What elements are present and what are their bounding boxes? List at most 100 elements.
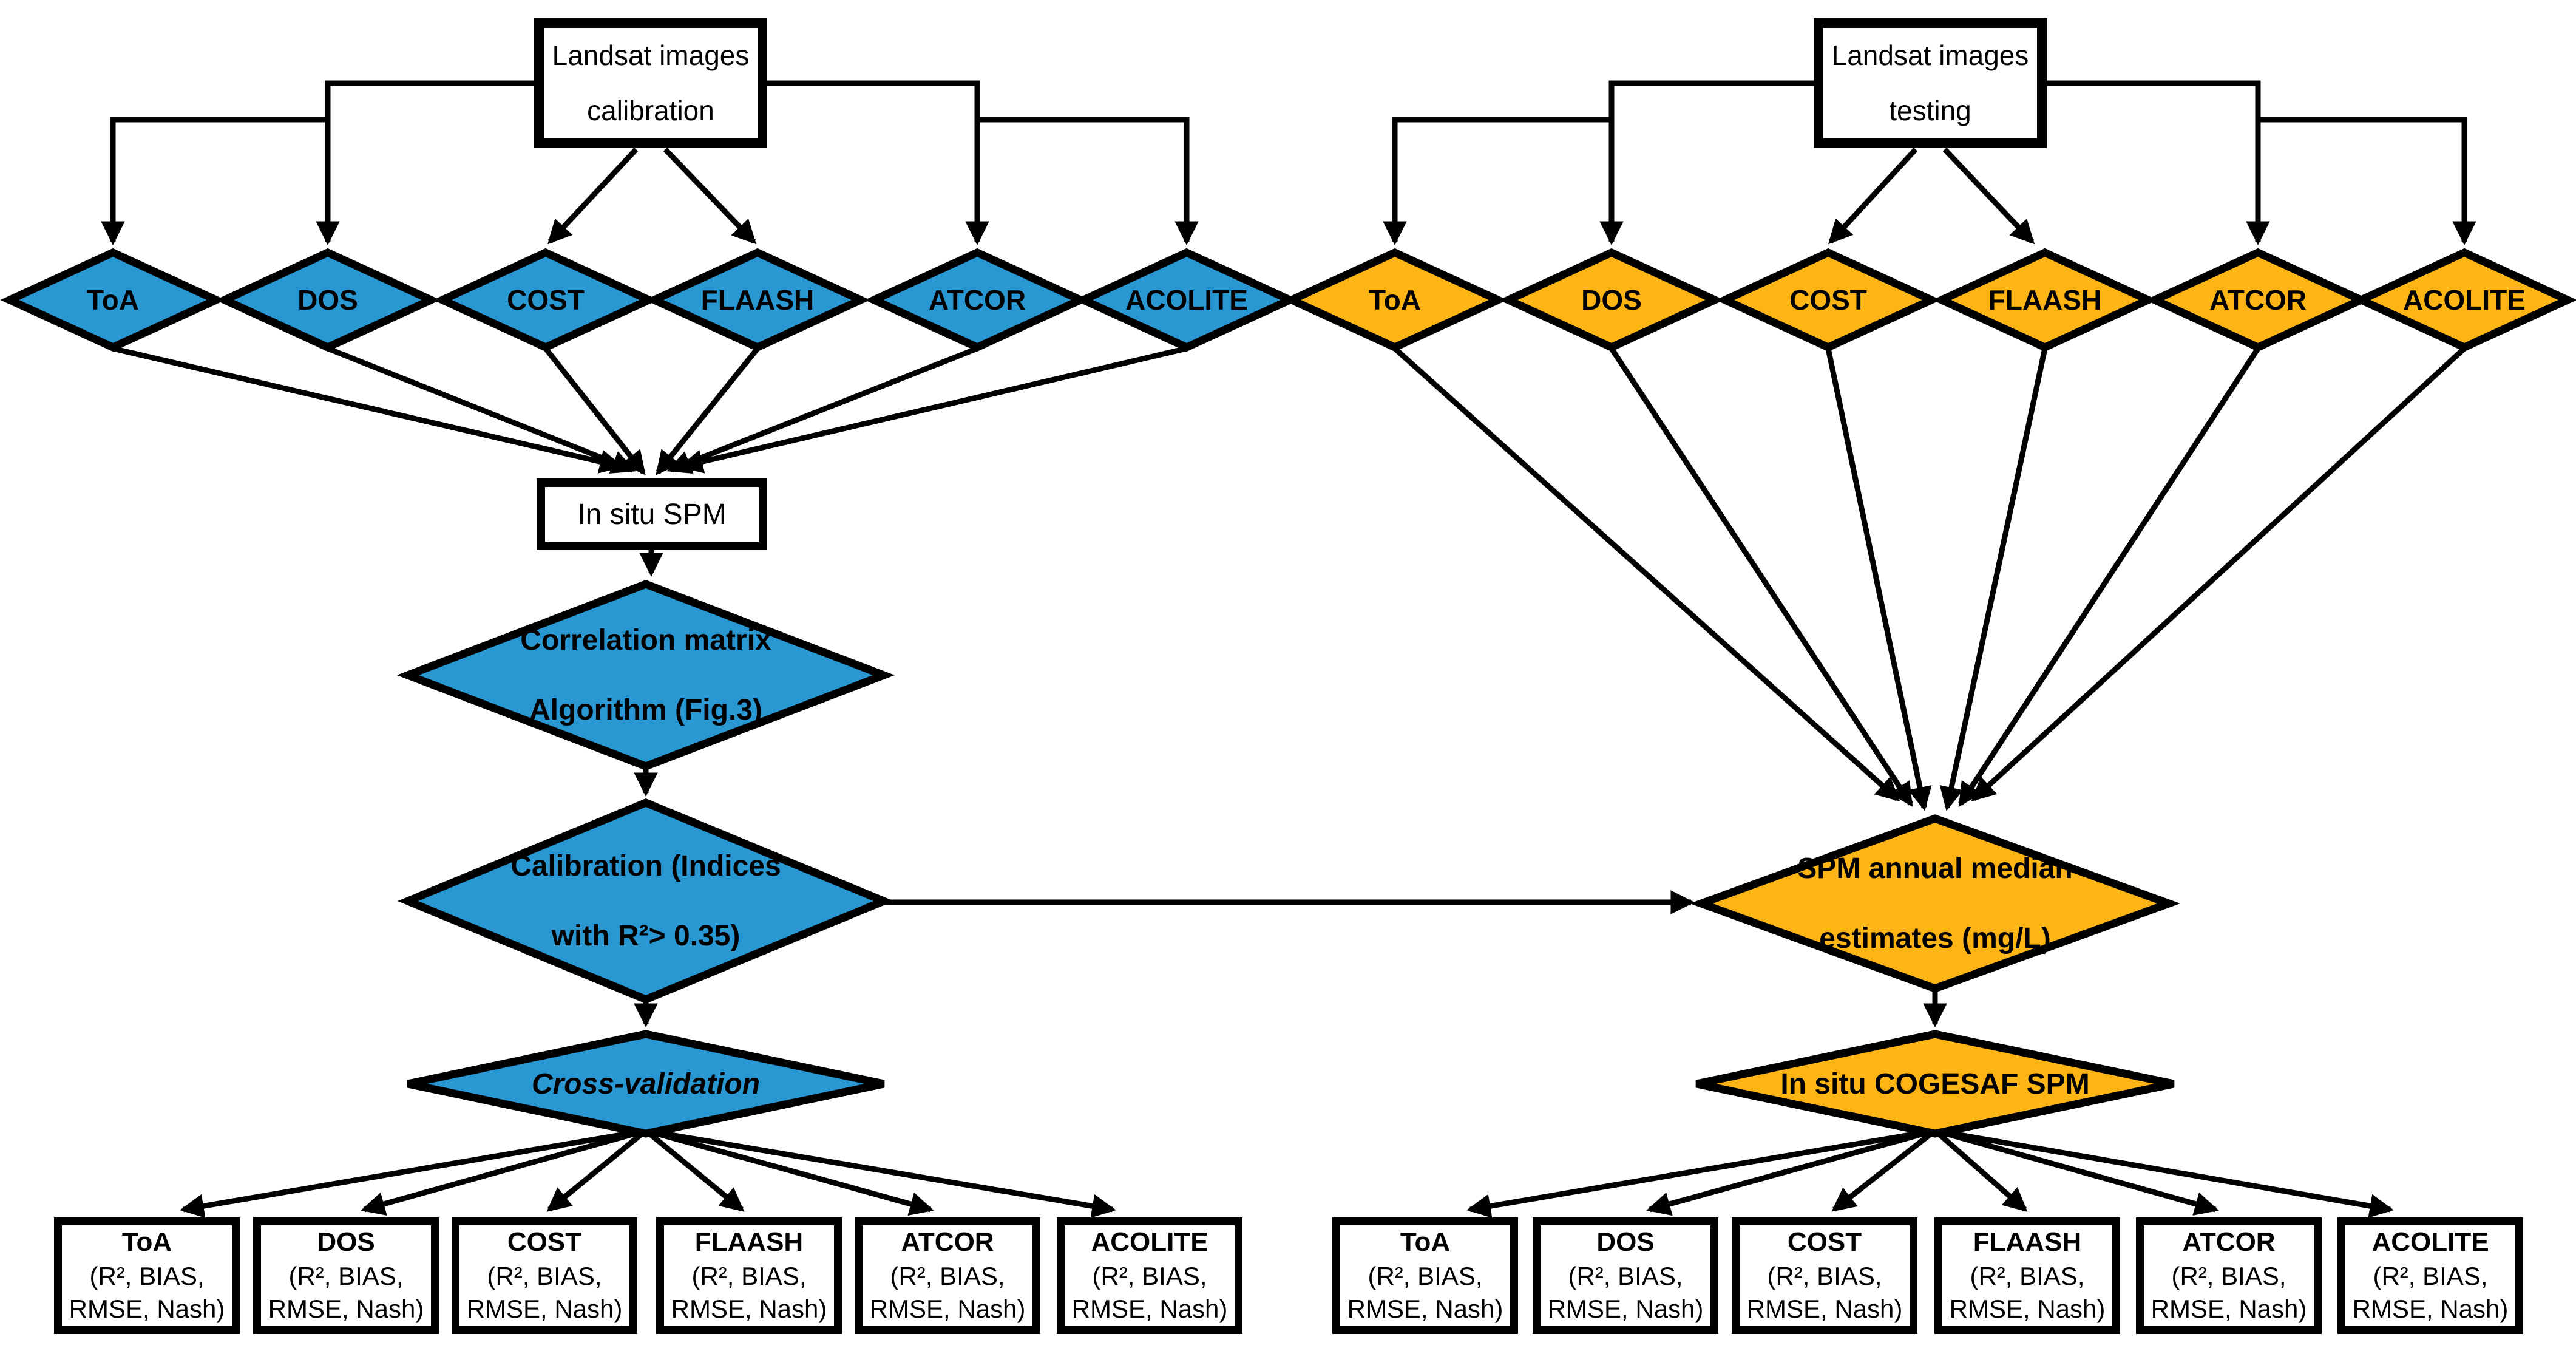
result-box-cost-calibration: COST (R², BIAS, RMSE, Nash) (452, 1217, 637, 1334)
result-metrics-line1: (R², BIAS, (2171, 1262, 2286, 1290)
result-metrics-line1: (R², BIAS, (487, 1262, 602, 1290)
arrow-crossval-to-result-acolite (645, 1128, 1116, 1218)
landsat-testing-line1: Landsat images (1831, 39, 2029, 72)
diamond-insitu-cogesaf-spm (1695, 1030, 2175, 1138)
arrow-testing-to-acolite (2258, 117, 2476, 245)
landsat-calibration-line1: Landsat images (552, 39, 750, 72)
arrow-dos-to-spm-annual (1609, 347, 1913, 807)
diamond-atcor-testing (2145, 248, 2371, 352)
diamond-dos-testing (1499, 248, 1724, 352)
result-title: COST (507, 1227, 582, 1257)
diamond-spm-annual-median (1689, 814, 2181, 993)
result-metrics-line2: RMSE, Nash) (1347, 1295, 1503, 1324)
result-metrics-line1: (R², BIAS, (691, 1262, 807, 1290)
result-metrics-line1: (R², BIAS, (1092, 1262, 1207, 1290)
result-metrics-line2: RMSE, Nash) (69, 1295, 225, 1324)
result-box-atcor-testing: ATCOR (R², BIAS, RMSE, Nash) (2136, 1217, 2322, 1334)
arrow-calibration-to-flaash (663, 147, 757, 245)
result-metrics-line1: (R², BIAS, (1970, 1262, 2085, 1290)
arrow-calibration-to-atcor (767, 80, 989, 245)
diamond-correlation-matrix (396, 580, 895, 771)
arrow-flaash-to-spm-annual (1939, 348, 2048, 811)
result-metrics-line2: RMSE, Nash) (671, 1295, 827, 1324)
arrow-calibration-to-acolite (977, 117, 1199, 245)
arrow-acolite-to-spm-annual (1971, 346, 2467, 802)
result-metrics-line2: RMSE, Nash) (2352, 1295, 2509, 1324)
arrow-cogesaf-to-result-dos (1646, 1128, 1936, 1216)
diamond-acolite-testing (2351, 248, 2576, 352)
result-metrics-line1: (R², BIAS, (890, 1262, 1005, 1290)
arrow-cogesaf-to-result-cost (1831, 1128, 1937, 1212)
arrow-calibration-to-toa (101, 117, 328, 245)
result-title: FLAASH (694, 1227, 804, 1257)
diamond-cost-testing (1715, 248, 1941, 352)
diamond-toa-calibration (0, 248, 226, 352)
result-title: DOS (1596, 1227, 1655, 1257)
diamond-acolite-calibration (1074, 248, 1300, 352)
result-box-cost-testing: COST (R², BIAS, RMSE, Nash) (1732, 1217, 1917, 1334)
result-box-dos-calibration: DOS (R², BIAS, RMSE, Nash) (253, 1217, 439, 1334)
arrow-dos-to-insitu-spm (327, 345, 636, 474)
arrow-testing-to-atcor (2047, 80, 2270, 245)
arrow-cogesaf-to-result-acolite (1934, 1128, 2394, 1218)
result-title: ToA (1400, 1227, 1451, 1257)
arrow-cost-to-spm-annual (1825, 348, 1932, 811)
result-metrics-line1: (R², BIAS, (89, 1262, 205, 1290)
arrow-acolite-to-insitu-spm (679, 345, 1188, 474)
arrow-atcor-to-insitu-spm (666, 345, 978, 474)
result-metrics-line2: RMSE, Nash) (1547, 1295, 1704, 1324)
result-title: ACOLITE (1091, 1227, 1208, 1257)
result-title: COST (1787, 1227, 1862, 1257)
landsat-testing-box: Landsat images testing (1814, 18, 2047, 148)
arrow-cost-to-insitu-spm (543, 347, 646, 475)
arrow-cogesaf-to-result-atcor (1934, 1128, 2219, 1216)
insitu-spm-box: In situ SPM (537, 478, 767, 550)
arrow-crossval-to-result-cost (546, 1128, 648, 1212)
result-title: ATCOR (2182, 1227, 2276, 1257)
result-title: ACOLITE (2371, 1227, 2489, 1257)
result-metrics-line2: RMSE, Nash) (1746, 1295, 1903, 1324)
result-box-flaash-calibration: FLAASH (R², BIAS, RMSE, Nash) (656, 1217, 842, 1334)
result-metrics-line1: (R², BIAS, (2373, 1262, 2488, 1290)
landsat-testing-line2: testing (1889, 95, 1971, 127)
result-metrics-line1: (R², BIAS, (1568, 1262, 1683, 1290)
arrow-cogesaf-to-result-toa (1466, 1128, 1936, 1218)
arrow-testing-to-flaash (1942, 147, 2035, 245)
diamond-flaash-calibration (645, 248, 870, 352)
arrow-crossval-to-result-dos (361, 1128, 647, 1216)
result-title: FLAASH (1973, 1227, 2082, 1257)
result-title: DOS (317, 1227, 375, 1257)
arrow-calibration-to-cost (547, 147, 639, 245)
result-box-flaash-testing: FLAASH (R², BIAS, RMSE, Nash) (1934, 1217, 2120, 1334)
result-metrics-line1: (R², BIAS, (1767, 1262, 1882, 1290)
result-metrics-line1: (R², BIAS, (1368, 1262, 1483, 1290)
diamond-dos-calibration (215, 248, 441, 352)
result-metrics-line2: RMSE, Nash) (869, 1295, 1026, 1324)
arrow-cogesaf-to-result-flaash (1933, 1128, 2028, 1212)
result-title: ATCOR (901, 1227, 994, 1257)
arrow-testing-to-toa (1383, 117, 1612, 245)
arrow-testing-to-dos (1599, 80, 1814, 245)
landsat-calibration-box: Landsat images calibration (534, 18, 767, 148)
result-box-dos-testing: DOS (R², BIAS, RMSE, Nash) (1533, 1217, 1718, 1334)
arrow-testing-to-cost (1828, 147, 1918, 245)
result-box-atcor-calibration: ATCOR (R², BIAS, RMSE, Nash) (855, 1217, 1040, 1334)
result-metrics-line2: RMSE, Nash) (2151, 1295, 2307, 1324)
result-box-acolite-calibration: ACOLITE (R², BIAS, RMSE, Nash) (1057, 1217, 1242, 1334)
arrow-toa-to-insitu-spm (112, 345, 624, 474)
result-metrics-line2: RMSE, Nash) (466, 1295, 623, 1324)
arrow-crossval-to-result-atcor (645, 1128, 934, 1216)
result-box-toa-testing: ToA (R², BIAS, RMSE, Nash) (1332, 1217, 1518, 1334)
diamond-atcor-calibration (864, 248, 1090, 352)
diamond-flaash-testing (1932, 248, 2158, 352)
result-metrics-line2: RMSE, Nash) (1949, 1295, 2106, 1324)
arrow-atcor-to-spm-annual (1958, 347, 2260, 807)
diamond-toa-testing (1282, 248, 1508, 352)
arrow-crossval-to-result-toa (180, 1128, 646, 1218)
result-box-toa-calibration: ToA (R², BIAS, RMSE, Nash) (54, 1217, 240, 1334)
result-metrics-line2: RMSE, Nash) (1071, 1295, 1228, 1324)
arrow-crossval-to-result-flaash (644, 1128, 745, 1212)
arrow-calibration-to-dos (316, 80, 534, 245)
